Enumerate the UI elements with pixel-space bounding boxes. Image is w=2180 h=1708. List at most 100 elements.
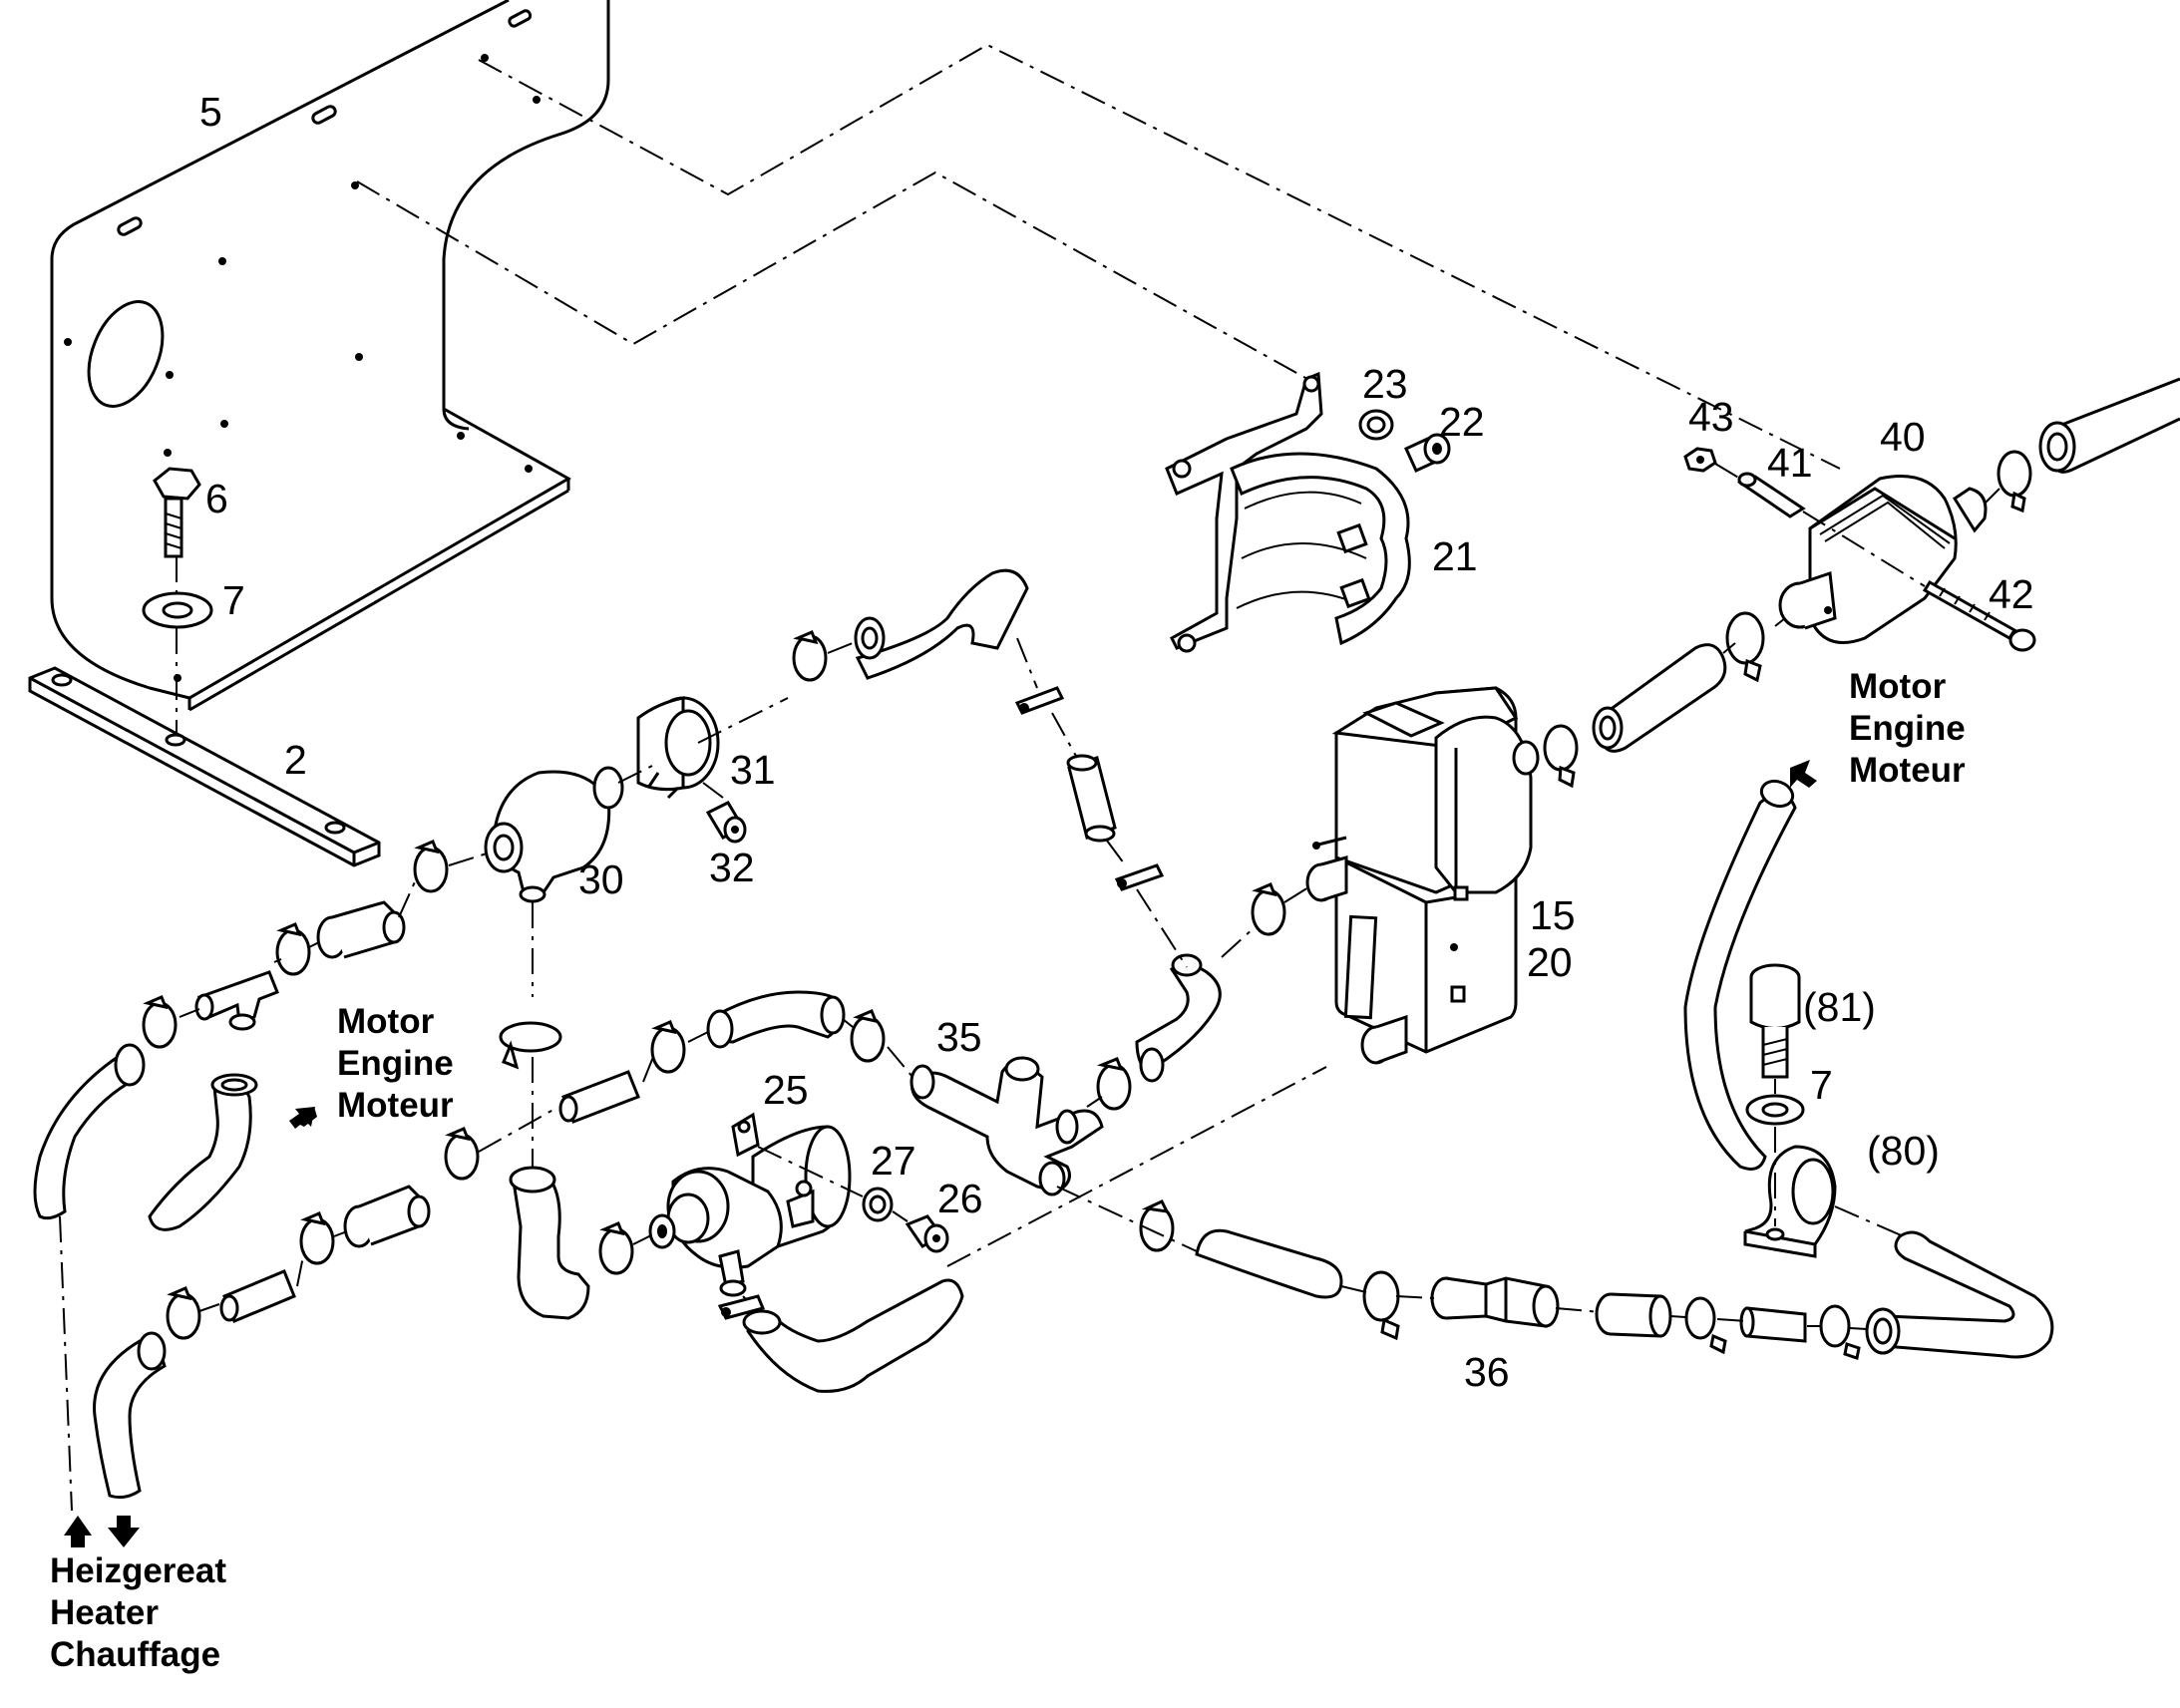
label-part-2: 2 <box>284 737 307 783</box>
tee-35 <box>909 1056 1104 1196</box>
clamp-80 <box>1743 1145 1837 1258</box>
label-part-41: 41 <box>1767 440 1813 486</box>
clamp-mid-1 <box>650 1020 686 1074</box>
clamp-lower-2 <box>1362 1270 1400 1341</box>
clamp-mid-2 <box>444 1127 480 1181</box>
caption-engine-right: Motor Engine Moteur <box>1849 666 1966 792</box>
label-part-27: 27 <box>871 1138 916 1184</box>
hose-upper-L <box>854 568 1029 680</box>
bolt-6 <box>153 467 201 558</box>
part-31 <box>636 696 720 800</box>
washer-23 <box>1358 409 1394 441</box>
connector-36 <box>1430 1276 1560 1328</box>
pipe-mid <box>558 1070 640 1124</box>
label-part-43: 43 <box>1688 394 1734 440</box>
sleeve-41 <box>1736 472 1806 518</box>
clamp-mid-4 <box>166 1286 201 1340</box>
arrow-right-engine-left-icon <box>289 1107 315 1129</box>
screw-32 <box>705 801 747 844</box>
label-part-35: 35 <box>936 1014 982 1060</box>
hose-engine-return <box>1683 779 1797 1171</box>
caption-heater: Heizgereat Heater Chauffage <box>50 1550 226 1676</box>
label-part-80: (80) <box>1867 1128 1940 1174</box>
clamp-30-left <box>413 840 449 893</box>
clamp-lower-3 <box>1684 1296 1727 1355</box>
hose-stub-mid <box>343 1185 431 1248</box>
label-part-5: 5 <box>199 89 222 135</box>
part-30 <box>484 766 624 903</box>
heater-unit <box>1305 686 1540 1065</box>
arrow-up-icon <box>64 1516 92 1547</box>
bolt-42 <box>1922 579 2036 652</box>
label-part-15: 15 <box>1530 892 1576 938</box>
caption-line: Chauffage <box>50 1635 221 1674</box>
label-part-36: 36 <box>1464 1349 1510 1395</box>
hose-ul-engine-feed <box>148 1073 258 1231</box>
hose-bent-middle <box>706 990 846 1049</box>
caption-line: Moteur <box>1849 751 1966 790</box>
clamp-upper-right <box>1997 450 2032 513</box>
caption-line: Heater <box>50 1593 159 1632</box>
label-part-42: 42 <box>1989 571 2034 617</box>
hose-under-pump <box>717 1278 964 1393</box>
clamp-heater-left <box>1251 882 1286 936</box>
caption-line: Engine <box>337 1044 454 1083</box>
bracket-21 <box>1165 371 1411 653</box>
washer-7-right <box>1745 1094 1805 1126</box>
clamp-vertical <box>499 1021 562 1070</box>
caption-line: Motor <box>337 1002 435 1041</box>
clamp-L-right <box>598 1221 634 1275</box>
label-part-30: 30 <box>578 856 624 902</box>
arrow-left-engine-right-icon <box>1790 760 1817 788</box>
washer-7 <box>142 591 213 629</box>
label-part-32: 32 <box>709 845 755 890</box>
nut-43 <box>1683 447 1717 473</box>
label-part-7-right: 7 <box>1810 1062 1833 1108</box>
label-part-6: 6 <box>205 476 228 521</box>
strip-2 <box>28 666 381 867</box>
screw-26 <box>905 1214 949 1253</box>
label-part-81: (81) <box>1803 984 1876 1030</box>
pump-25 <box>648 1112 852 1297</box>
label-part-23: 23 <box>1362 361 1408 407</box>
bolt-81 <box>1749 963 1801 1079</box>
part-40 <box>1778 475 1988 644</box>
label-part-40: 40 <box>1880 414 1926 460</box>
caption-line: Motor <box>1849 667 1947 706</box>
clamp-35-right <box>1096 1057 1132 1111</box>
pipe-lower <box>1739 1306 1807 1343</box>
clamp-upper-L <box>792 630 828 682</box>
arrow-down-icon <box>108 1516 140 1547</box>
hose-ul-heater-feed <box>33 1043 146 1220</box>
label-part-25: 25 <box>763 1067 809 1113</box>
label-part-22: 22 <box>1439 399 1485 445</box>
caption-line: Moteur <box>337 1086 454 1125</box>
hose-lower-right-loop <box>1865 1230 2054 1359</box>
caption-engine-left: Motor Engine Moteur <box>337 1001 454 1127</box>
clamp-lower-1 <box>1139 1199 1175 1252</box>
hose-stub-ul <box>316 900 406 959</box>
hose-lower-middle <box>1195 1228 1343 1299</box>
clamp-mid-3 <box>299 1211 335 1265</box>
hose-heater-to-40 <box>1592 643 1727 753</box>
label-part-20: 20 <box>1527 939 1573 985</box>
clamp-ul-2 <box>142 995 178 1049</box>
clamp-lower-4 <box>1819 1304 1861 1360</box>
clamp-40-left <box>1725 611 1765 683</box>
caption-line: Engine <box>1849 709 1966 748</box>
clamp-35-left <box>850 1009 886 1063</box>
hose-vertical-L <box>509 1166 590 1320</box>
hose-lower-left <box>93 1331 167 1500</box>
clamp-ul-1 <box>275 922 311 976</box>
clamp-heater-right <box>1543 724 1579 789</box>
pipe-vertical-center <box>1014 686 1165 891</box>
caption-line: Heizgereat <box>50 1551 227 1590</box>
pipe-mid-lower <box>219 1269 296 1323</box>
label-part-21: 21 <box>1432 533 1478 579</box>
label-part-26: 26 <box>937 1176 983 1221</box>
label-part-7: 7 <box>222 577 245 623</box>
label-part-31: 31 <box>730 747 776 793</box>
mounting-plate <box>50 0 610 712</box>
screw-22 <box>1404 433 1451 473</box>
